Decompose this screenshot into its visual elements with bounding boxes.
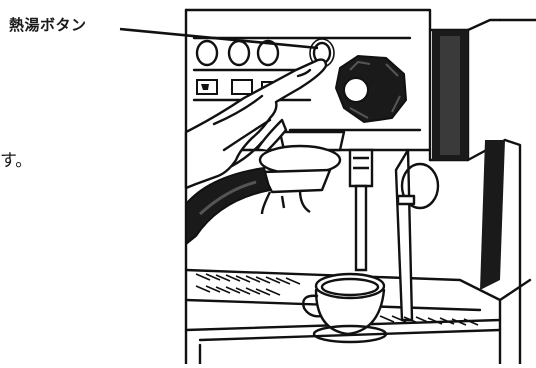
button-2 [229, 41, 249, 65]
cup [303, 274, 386, 342]
button-1 [197, 41, 217, 65]
hot-water-button-label: 熱湯ボタン [9, 14, 87, 35]
rotary-knob [336, 56, 406, 122]
hot-water-spout [350, 150, 372, 270]
steam-wand [396, 150, 438, 320]
caption-fragment: す。 [0, 146, 32, 171]
